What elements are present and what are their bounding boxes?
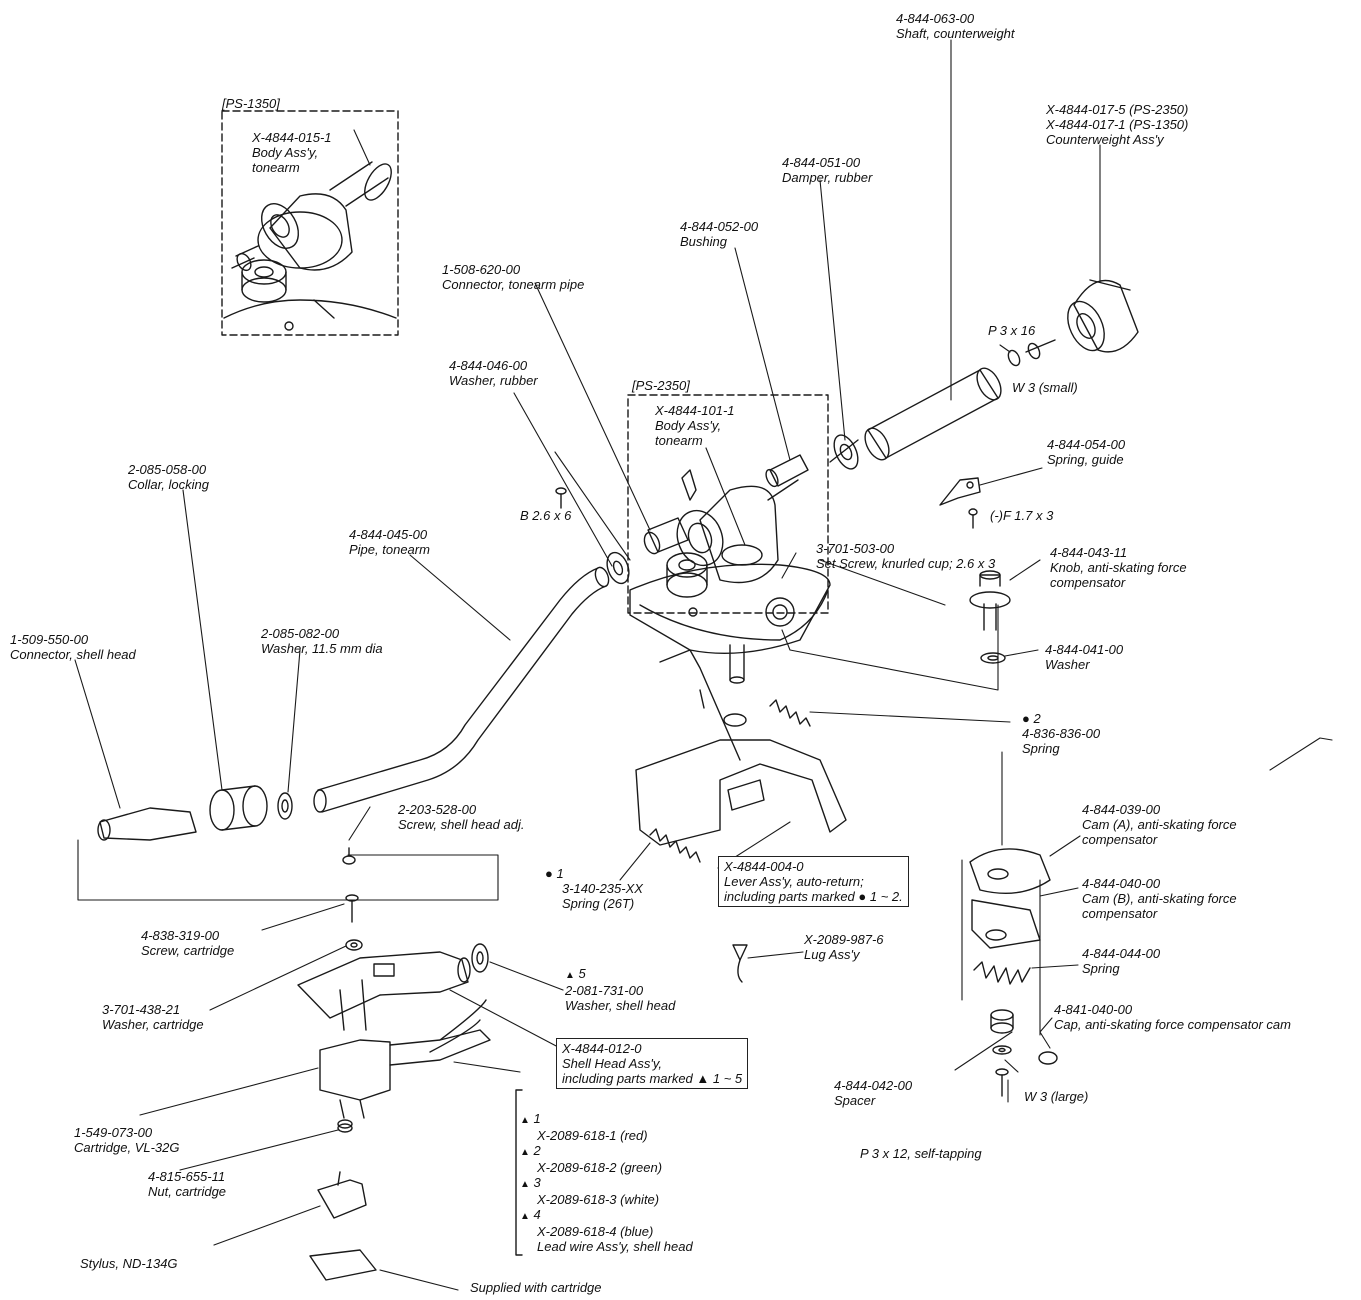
pipe-tonearm: [313, 566, 610, 813]
washer-w3-large: [992, 1045, 1012, 1055]
label-counterweight-assy: X-4844-017-5 (PS-2350)X-4844-017-1 (PS-1…: [1046, 102, 1189, 147]
screw-cartridge: [345, 894, 359, 923]
knob-anti-skating: [969, 570, 1011, 631]
label-w3-large: W 3 (large): [1024, 1089, 1089, 1104]
label-supplied-with-cartridge: Supplied with cartridge: [470, 1280, 602, 1295]
inset-ps1350: [221, 110, 399, 336]
nut-cartridge: [337, 1119, 353, 1133]
stylus-guard: [309, 1249, 377, 1281]
cam-a: [969, 848, 1051, 895]
spacer: [990, 1009, 1014, 1034]
label-f17x3: (-)F 1.7 x 3: [990, 508, 1054, 523]
label-p3x12: P 3 x 12, self-tapping: [860, 1146, 982, 1161]
label-b26x6: B 2.6 x 6: [520, 508, 572, 523]
spring-044: [973, 961, 1031, 985]
screw-f17x3: [968, 508, 978, 529]
washer-115: [277, 792, 293, 820]
cam-b: [971, 899, 1041, 949]
label-p3x16: P 3 x 16: [988, 323, 1036, 338]
spring-836: [769, 699, 811, 727]
body-2350: [676, 469, 799, 584]
tonearm-base: [629, 552, 831, 684]
counterweight: [1067, 279, 1139, 353]
bushing: [765, 454, 809, 488]
damper-rubber: [829, 434, 859, 470]
spring-26t: [649, 828, 701, 863]
screw-b26x6: [555, 487, 567, 509]
label-stylus: Stylus, ND-134G: [80, 1256, 178, 1271]
spring-guide: [939, 477, 981, 506]
lever-auto-return: [635, 649, 847, 846]
shaft-counterweight: [864, 367, 1002, 461]
washer-w3-small: [1007, 349, 1021, 367]
cap-cam: [1038, 1051, 1058, 1065]
inset-tag-ps1350: [PS-1350]: [222, 96, 280, 111]
washer-rubber: [606, 551, 630, 585]
connector-shell-head: [97, 807, 197, 841]
connector-tonearm-pipe: [643, 517, 689, 555]
washer-shell-head: [471, 943, 489, 973]
shell-head: [297, 951, 471, 1031]
lead-wire-bracket: [515, 1089, 523, 1256]
collar-locking: [209, 785, 268, 831]
lug-assy: [732, 944, 748, 983]
label-w3-small: W 3 (small): [1012, 380, 1078, 395]
screw-p3x16: [1025, 339, 1056, 360]
lead-wires: [429, 999, 487, 1053]
inset-body-1350: [223, 161, 397, 331]
label-lead-wires: ▲ 1 X-2089-618-1 (red) ▲ 2 X-2089-618-2 …: [520, 1111, 693, 1254]
inset-tag-ps2350: [PS-2350]: [632, 378, 690, 393]
washer-041: [980, 652, 1006, 664]
cartridge: [319, 1029, 491, 1119]
inset-ps2350: [627, 394, 829, 614]
screw-p3x12: [995, 1068, 1009, 1097]
washer-cartridge: [345, 939, 363, 951]
leader-lines: [74, 39, 1333, 1291]
screw-shell-head-adj: [342, 847, 356, 865]
stylus: [317, 1171, 367, 1219]
